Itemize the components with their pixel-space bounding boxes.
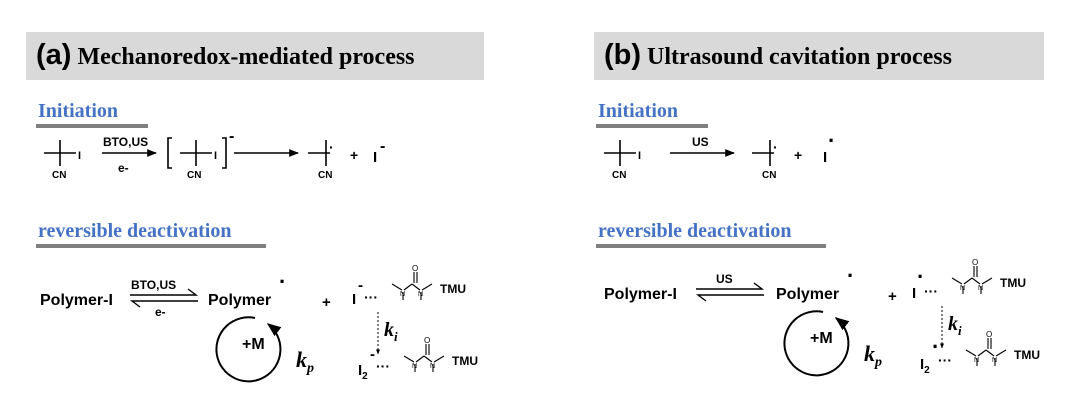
panel-a-iodide: I bbox=[352, 291, 356, 308]
panel-a-radical-cn: CN bbox=[318, 170, 332, 181]
panel-b-deactivation-underline bbox=[596, 244, 826, 248]
panel-b-urea-n2: N bbox=[978, 285, 983, 292]
panel-b-iodine-dot: · bbox=[828, 128, 835, 153]
panel-b-initiation-underline bbox=[596, 124, 708, 128]
panel-b-tag: (b) bbox=[604, 39, 642, 71]
panel-b-polymer-radical: Polymer bbox=[776, 286, 839, 303]
panel-a-initiator-cn: CN bbox=[52, 170, 66, 181]
panel-a-anion-charge: - bbox=[229, 128, 234, 145]
panel-a-urea-o-2: O bbox=[424, 336, 430, 345]
panel-b-complex-dots-top: ··· bbox=[924, 283, 938, 299]
panel-a-tmu-structure bbox=[391, 272, 433, 300]
panel-b-deactivation-plus: + bbox=[888, 288, 897, 305]
panel-a-radical-anion bbox=[167, 137, 227, 169]
panel-b-diiodine-dot: · bbox=[932, 334, 939, 359]
panel-b-tmu-label-2: TMU bbox=[1014, 348, 1040, 362]
panel-a-anion-cn: CN bbox=[187, 170, 201, 181]
panel-b-polymer-radical-dot: · bbox=[847, 263, 854, 288]
panel-a-iodide-product: I bbox=[373, 149, 377, 166]
panel-a-equilibrium-top: BTO,US bbox=[131, 278, 176, 292]
panel-b-ki: ki bbox=[948, 313, 962, 338]
panel-b-initiation-plus: + bbox=[794, 147, 802, 163]
panel-a-equilibrium-arrows bbox=[129, 288, 199, 308]
panel-b-tmu-structure-2 bbox=[965, 338, 1007, 366]
panel-a-deactivation-plus: + bbox=[322, 294, 331, 311]
panel-a-title: Mechanoredox-mediated process bbox=[77, 44, 415, 70]
panel-a-initiation-underline bbox=[36, 124, 148, 128]
panel-a-tag: (a) bbox=[36, 39, 72, 71]
panel-b-urea-o-2: O bbox=[986, 330, 992, 339]
panel-a-urea-o: O bbox=[412, 264, 418, 273]
panel-a-equilibrium-bottom: e- bbox=[155, 305, 166, 319]
panel-b-equilibrium-arrows bbox=[695, 282, 765, 302]
panel-a-complex-dots-top: ··· bbox=[364, 289, 378, 305]
panel-a-polymer-radical-dot: · bbox=[279, 269, 286, 294]
panel-b-kp: kp bbox=[864, 341, 882, 370]
panel-b-radical-cn: CN bbox=[762, 170, 776, 181]
panel-b-initiation-heading: Initiation bbox=[598, 100, 679, 122]
panel-a-diiodide: I2 bbox=[358, 362, 368, 382]
panel-a-complex-dots-bottom: ··· bbox=[376, 358, 390, 374]
panel-b-urea-n1: N bbox=[960, 285, 965, 292]
panel-b-propagation-cycle bbox=[783, 310, 850, 377]
panel-b-diiodine: I2 bbox=[920, 356, 930, 376]
panel-b-initiation-arrow-top: US bbox=[692, 135, 709, 149]
panel-a-deactivation-heading: reversible deactivation bbox=[38, 220, 232, 242]
panel-b-urea-o: O bbox=[972, 258, 978, 267]
panel-a-initiation-plus: + bbox=[350, 147, 358, 163]
panel-a-iodide-charge-2: - bbox=[358, 277, 363, 294]
panel-a-urea-n1: N bbox=[400, 291, 405, 298]
panel-a-deactivation-underline bbox=[36, 244, 266, 248]
panel-b-iodine-product: I bbox=[823, 149, 827, 166]
panel-b-equilibrium-top: US bbox=[716, 272, 733, 286]
panel-a-initiator-iodine: I bbox=[78, 150, 81, 162]
panel-a-tmu-structure-2 bbox=[403, 344, 445, 372]
panel-a-heading: (a)Mechanoredox-mediated process bbox=[36, 39, 415, 72]
panel-a-ki: ki bbox=[384, 319, 398, 344]
panel-a-tmu-label: TMU bbox=[440, 282, 466, 296]
panel-a-polymer-radical: Polymer bbox=[208, 292, 271, 309]
panel-a-anion-iodine: I bbox=[214, 150, 217, 162]
panel-a-initiation-arrow-bottom: e- bbox=[118, 161, 129, 175]
panel-a-initiation-arrow-top: BTO,US bbox=[103, 135, 148, 149]
panel-b-initiator bbox=[604, 140, 636, 166]
panel-a-urea-n3: N bbox=[412, 363, 417, 370]
panel-b-initiator-iodine: I bbox=[638, 150, 641, 162]
panel-a-cyanoalkyl-radical bbox=[308, 140, 330, 166]
panel-a-radical-dot: · bbox=[329, 139, 334, 155]
panel-b-dormant-species: Polymer-I bbox=[604, 286, 677, 303]
panel-b-initiator-cn: CN bbox=[612, 170, 626, 181]
panel-a-initiation-heading: Initiation bbox=[38, 100, 119, 122]
panel-a-initiator bbox=[44, 140, 76, 166]
panel-b-iodine-dot-2: · bbox=[917, 264, 924, 289]
panel-b-tmu-label: TMU bbox=[1000, 276, 1026, 290]
panel-b-urea-n3: N bbox=[974, 357, 979, 364]
panel-b-title: Ultrasound cavitation process bbox=[647, 44, 952, 70]
panel-a-diiodide-charge: - bbox=[370, 346, 375, 363]
panel-b-deactivation-heading: reversible deactivation bbox=[598, 220, 792, 242]
panel-b-radical-dot: · bbox=[773, 139, 778, 155]
panel-a-urea-n4: N bbox=[430, 363, 435, 370]
panel-a-urea-n2: N bbox=[418, 291, 423, 298]
panel-a-tmu-label-2: TMU bbox=[452, 354, 478, 368]
panel-a-propagation-cycle bbox=[215, 316, 282, 383]
panel-a-monomer: +M bbox=[242, 336, 265, 353]
panel-a-kp: kp bbox=[296, 347, 314, 376]
panel-b-heading: (b)Ultrasound cavitation process bbox=[604, 39, 952, 72]
panel-b-monomer: +M bbox=[810, 330, 833, 347]
panel-b-urea-n4: N bbox=[992, 357, 997, 364]
panel-a-dormant-species: Polymer-I bbox=[40, 292, 113, 309]
panel-b-complex-dots-bottom: ··· bbox=[938, 352, 952, 368]
panel-b-cyanoalkyl-radical bbox=[752, 140, 774, 166]
panel-a-banner: (a)Mechanoredox-mediated process bbox=[26, 32, 484, 80]
panel-a-iodide-charge: - bbox=[380, 138, 385, 155]
panel-b-tmu-structure bbox=[951, 266, 993, 294]
panel-b-banner: (b)Ultrasound cavitation process bbox=[594, 32, 1044, 80]
panel-b-iodine: I bbox=[912, 285, 916, 302]
